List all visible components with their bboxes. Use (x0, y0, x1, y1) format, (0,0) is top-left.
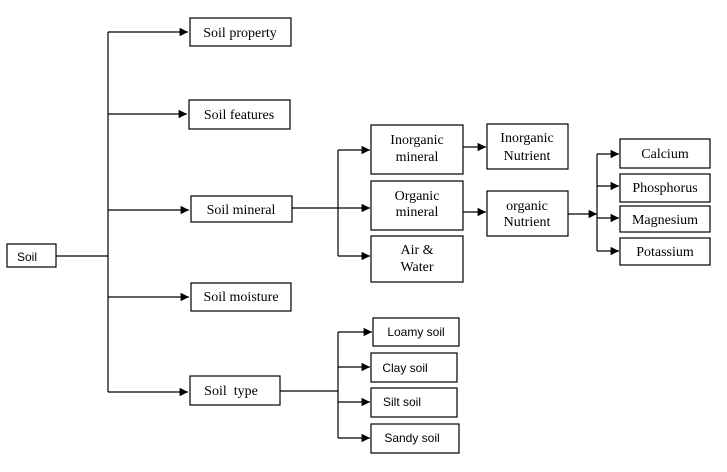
node-magnesium-label: Magnesium (632, 213, 698, 228)
edges-soil-mineral (292, 145, 370, 261)
node-calcium: Calcium (619, 138, 711, 169)
node-air-water-line2: Water (400, 260, 433, 275)
node-soil-moisture-label: Soil moisture (203, 290, 278, 305)
node-organic-nutrient-line1: organic (506, 199, 548, 214)
node-silt-soil: Silt soil (370, 387, 458, 418)
node-clay-soil-label: Clay soil (382, 361, 427, 375)
node-soil: Soil (6, 243, 57, 268)
node-sandy-soil: Sandy soil (370, 423, 460, 454)
node-soil-moisture: Soil moisture (190, 282, 292, 312)
node-organic-nutrient-line2: Nutrient (504, 215, 551, 230)
node-calcium-label: Calcium (641, 147, 689, 162)
node-silt-soil-label: Silt soil (383, 395, 421, 409)
node-potassium-label: Potassium (636, 245, 694, 260)
node-phosphorus-label: Phosphorus (632, 181, 697, 196)
node-inorganic-nutrient-line2: Nutrient (504, 149, 551, 164)
node-inorganic-mineral-line2: mineral (396, 150, 439, 165)
node-soil-mineral: Soil mineral (190, 195, 293, 223)
node-soil-property-label: Soil property (203, 26, 277, 41)
node-air-water-line1: Air & (400, 243, 433, 258)
node-phosphorus: Phosphorus (619, 173, 711, 203)
node-soil-mineral-label: Soil mineral (207, 203, 276, 218)
node-potassium: Potassium (619, 237, 711, 266)
node-soil-features: Soil features (188, 99, 291, 130)
node-sandy-soil-label: Sandy soil (384, 431, 439, 445)
node-loamy-soil: Loamy soil (372, 317, 460, 347)
node-inorganic-mineral: Inorganic mineral (370, 124, 464, 175)
node-organic-mineral-line1: Organic (395, 189, 440, 204)
node-inorganic-mineral-line1: Inorganic (390, 133, 443, 148)
edges-soil (56, 27, 189, 397)
edges-elements (568, 149, 619, 256)
node-organic-nutrient: organic Nutrient (486, 190, 569, 237)
node-soil-features-label: Soil features (204, 108, 274, 123)
edges-soil-type (280, 327, 372, 443)
node-organic-mineral-line2: mineral (396, 205, 439, 220)
node-soil-type-label: Soil type (204, 384, 258, 399)
node-loamy-soil-label: Loamy soil (387, 325, 444, 339)
node-soil-property: Soil property (189, 17, 292, 47)
node-inorganic-nutrient-line1: Inorganic (500, 131, 553, 146)
node-inorganic-nutrient: Inorganic Nutrient (486, 123, 569, 170)
node-soil-type: Soil type (189, 375, 281, 406)
node-air-water: Air & Water (370, 235, 464, 283)
node-clay-soil: Clay soil (370, 352, 458, 383)
node-organic-mineral: Organic mineral (370, 180, 464, 231)
edges-nutrients (463, 142, 486, 217)
node-magnesium: Magnesium (619, 205, 711, 233)
node-soil-label: Soil (17, 250, 37, 264)
